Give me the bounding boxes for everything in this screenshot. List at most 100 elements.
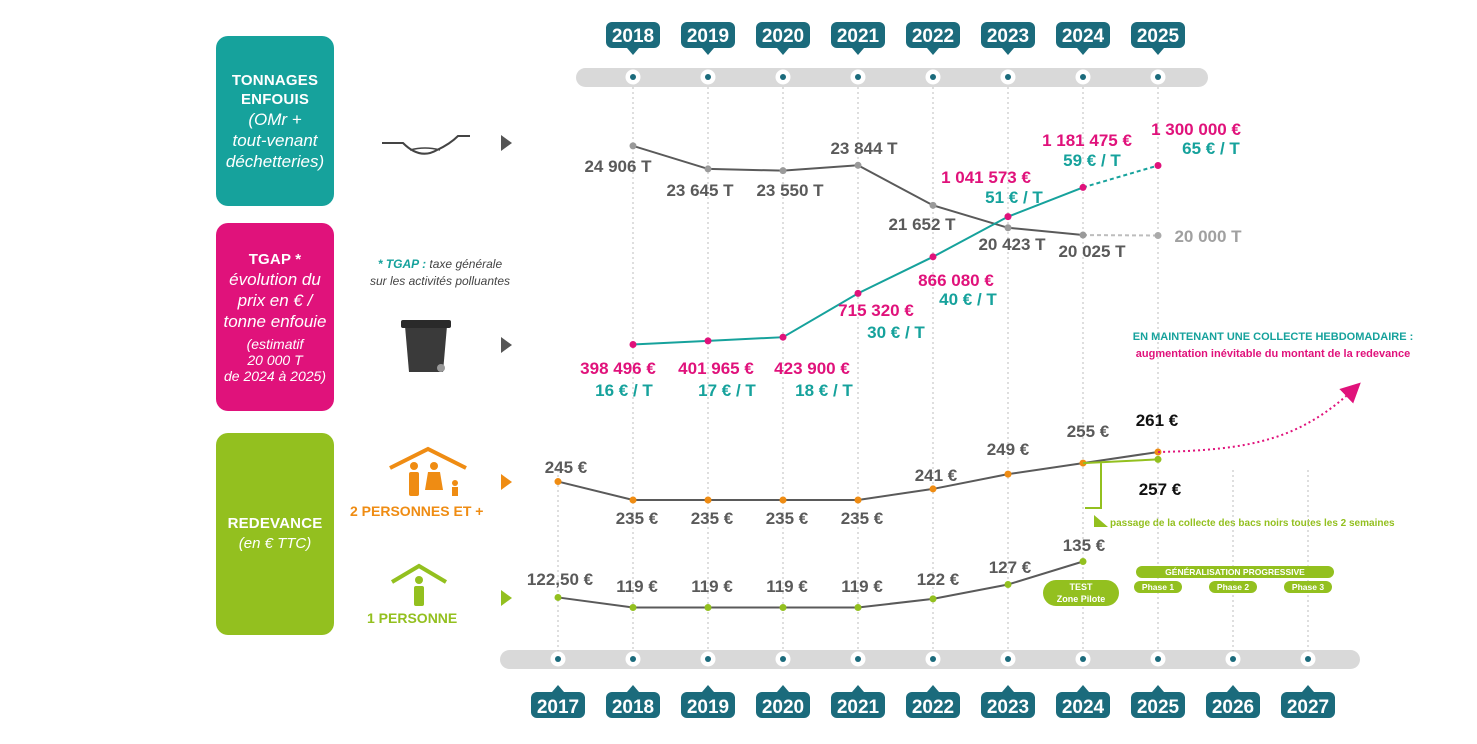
phase-label-2: Phase 2 <box>1217 582 1249 592</box>
bottom-year-2018-badge <box>606 692 660 718</box>
family-house-icon-body1 <box>409 472 419 496</box>
redevance-1-label-2020: 119 € <box>766 577 808 596</box>
bottom-year-2022-pointer <box>927 685 939 692</box>
tgap-total-2024: 1 181 475 € <box>1042 131 1132 150</box>
bottom-year-2023-label: 2023 <box>987 697 1029 718</box>
tgap-point-2025 <box>1154 162 1162 169</box>
tgap-point-2020 <box>779 333 787 341</box>
biweekly-connector <box>1085 463 1102 509</box>
tonnages-title-2: ENFOUIS <box>240 90 310 108</box>
top-timeline-track <box>576 68 1208 87</box>
tgap-sub-3: tonne enfouie <box>223 312 327 331</box>
tonnages-label-2024: 20 025 T <box>1058 242 1126 261</box>
redevance-1-point-2024 <box>1079 558 1087 565</box>
redevance-alt-line <box>1082 458 1159 465</box>
bottom-year-2020-pointer <box>777 685 789 692</box>
landfill-icon <box>382 135 470 155</box>
top-year-2020-label: 2020 <box>762 26 804 47</box>
bottom-year-2018-dot <box>630 656 636 662</box>
bottom-year-2019-badge <box>681 692 735 718</box>
family-house-icon-head2 <box>430 462 438 470</box>
bottom-year-2023-dot <box>1005 656 1011 662</box>
bottom-year-2019-label: 2019 <box>687 697 729 718</box>
redevance-2plus-point-2022 <box>929 485 937 493</box>
bottom-year-2023-badge <box>981 692 1035 718</box>
bottom-year-2025-badge <box>1131 692 1185 718</box>
bottom-year-2022-label: 2022 <box>912 697 954 718</box>
tgap-total-2021: 715 320 € <box>838 301 914 320</box>
redevance-2plus-label-2025: 261 € <box>1136 411 1179 430</box>
redevance-2plus-label-2019: 235 € <box>691 509 734 528</box>
tgap-rate-2024: 59 € / T <box>1063 151 1121 170</box>
phase-label-1: Phase 1 <box>1142 582 1174 592</box>
bottom-year-2018-label: 2018 <box>612 697 654 718</box>
bottom-year-2017-label: 2017 <box>537 697 579 718</box>
redevance-2plus-point-2023 <box>1004 470 1012 478</box>
top-year-2023-label: 2023 <box>987 26 1029 47</box>
redevance-1-label-2018: 119 € <box>616 577 658 596</box>
bottom-year-2017-pointer <box>552 685 564 692</box>
bottom-year-2025-dot <box>1155 656 1161 662</box>
test-label: TEST <box>1069 582 1093 592</box>
top-year-2019-pointer <box>702 48 714 55</box>
bottom-year-2021-label: 2021 <box>837 697 880 718</box>
top-year-2025-badge <box>1131 22 1185 48</box>
top-year-2022-dot <box>930 74 936 80</box>
bottom-year-2025-pointer <box>1152 685 1164 692</box>
redevance-2plus-label-2017: 245 € <box>545 458 588 477</box>
tonnages-label-2021: 23 844 T <box>830 139 898 158</box>
redevance-1-label-2017: 122,50 € <box>527 570 594 589</box>
arrow-right-icon-2 <box>501 474 512 490</box>
top-year-2021-badge <box>831 22 885 48</box>
bottom-year-2019-pointer <box>702 685 714 692</box>
redevance-1-point-2018 <box>629 604 637 611</box>
tgap-total-2023: 1 041 573 € <box>941 168 1031 187</box>
redevance-2plus-label-2020: 235 € <box>766 509 809 528</box>
tgap-estimate-line <box>1082 164 1159 189</box>
top-year-2018-label: 2018 <box>612 26 654 47</box>
bottom-year-2024-badge <box>1056 692 1110 718</box>
bottom-year-2023-pointer <box>1002 685 1014 692</box>
redevance-2plus-label-2023: 249 € <box>987 440 1030 459</box>
label-two-plus: 2 PERSONNES ET + <box>350 503 484 519</box>
family-house-icon-child <box>452 480 458 486</box>
bottom-year-2024-pointer <box>1077 685 1089 692</box>
top-year-2023-badge <box>981 22 1035 48</box>
tgap-est-1: (estimatif <box>246 336 304 352</box>
tgap-total-2022: 866 080 € <box>918 271 994 290</box>
tgap-rate-2021: 30 € / T <box>867 323 925 342</box>
arrow-right-icon-3 <box>501 590 512 606</box>
bottom-year-2024-dot <box>1080 656 1086 662</box>
tgap-total-2020: 423 900 € <box>774 359 850 378</box>
tgap-total-2019: 401 965 € <box>678 359 754 378</box>
family-house-icon-head1 <box>410 462 418 470</box>
panel-tonnages: TONNAGES ENFOUIS (OMr + tout-venant déch… <box>216 36 334 206</box>
redevance-2plus-label-2018: 235 € <box>616 509 659 528</box>
label-one-person: 1 PERSONNE <box>367 610 458 626</box>
tgap-sub-1: évolution du <box>229 270 321 289</box>
panel-redevance: REDEVANCE (en € TTC) <box>216 433 334 635</box>
tgap-point-2023 <box>1004 213 1012 221</box>
tgap-line <box>632 186 1084 346</box>
tonnages-point-2023 <box>1004 224 1012 232</box>
top-year-2018-pointer <box>627 48 639 55</box>
tgap-total-2025: 1 300 000 € <box>1151 120 1241 139</box>
redevance-2plus-point-2020 <box>779 496 787 504</box>
redevance-2plus-point-2017 <box>554 478 562 486</box>
bottom-year-2027-label: 2027 <box>1287 697 1329 718</box>
tonnages-label-2023: 20 423 T <box>978 235 1046 254</box>
bottom-year-2021-pointer <box>852 685 864 692</box>
top-year-2024-dot <box>1080 74 1086 80</box>
bottom-year-2021-dot <box>855 656 861 662</box>
tgap-rate-2025: 65 € / T <box>1182 139 1240 158</box>
tgap-rate-2019: 17 € / T <box>698 381 756 400</box>
bottom-year-2018-pointer <box>627 685 639 692</box>
tonnages-sub-3: déchetteries) <box>225 151 325 171</box>
bottom-year-2027-badge <box>1281 692 1335 718</box>
top-year-2018-badge <box>606 22 660 48</box>
bottom-year-2021-badge <box>831 692 885 718</box>
top-year-2018-dot <box>630 74 636 80</box>
person-house-icon-body <box>414 586 424 606</box>
tonnages-point-2025 <box>1154 232 1162 239</box>
top-year-2022-badge <box>906 22 960 48</box>
